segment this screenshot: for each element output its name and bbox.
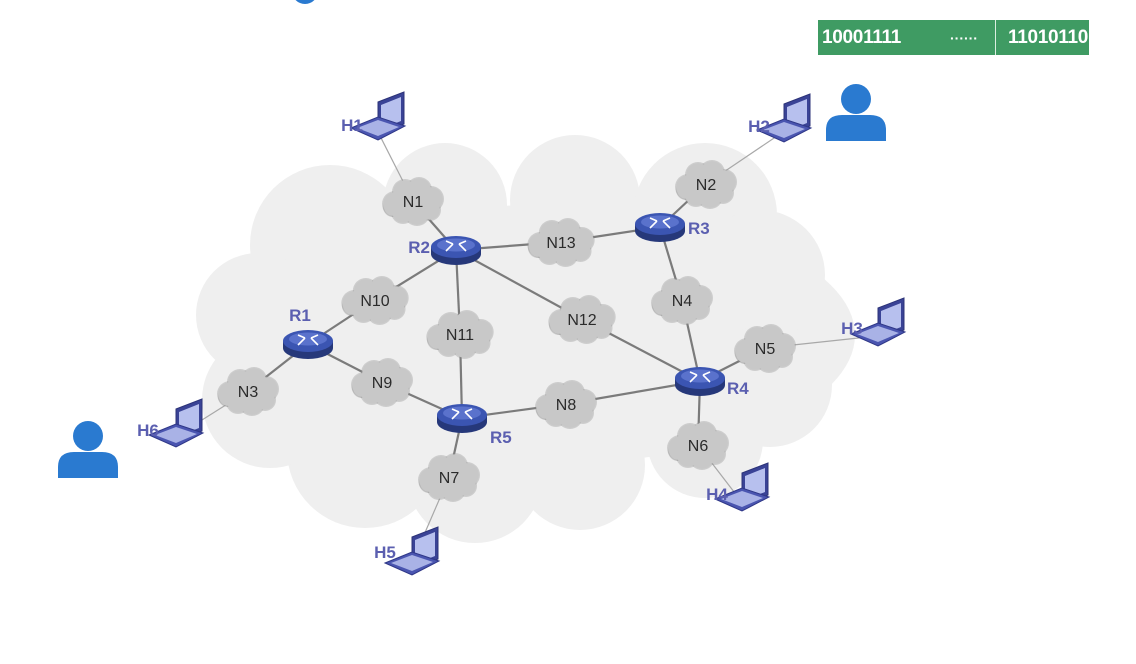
host-h4: H4 bbox=[706, 462, 771, 512]
bit-stream-bar: 10001111 ······ 11010110 bbox=[818, 20, 1089, 55]
network-label: N8 bbox=[556, 397, 577, 414]
bit-stream-divider bbox=[995, 20, 996, 55]
router-label: R1 bbox=[289, 306, 311, 325]
bit-stream-start: 10001111 bbox=[822, 26, 901, 48]
network-label: N12 bbox=[567, 312, 596, 329]
bit-stream-ellipsis: ······ bbox=[950, 29, 978, 46]
network-label: N5 bbox=[755, 341, 776, 358]
host-h1: H1 bbox=[341, 91, 407, 141]
router-r2: R2 bbox=[408, 236, 481, 265]
user-icon bbox=[58, 421, 118, 478]
laptop-icon bbox=[383, 526, 441, 576]
router-icon bbox=[675, 367, 725, 396]
laptop-icon bbox=[349, 91, 407, 141]
host-h2: H2 bbox=[748, 93, 813, 143]
host-h6: H6 bbox=[137, 398, 205, 448]
network-n12: N12 bbox=[548, 295, 616, 344]
router-label: R3 bbox=[688, 219, 710, 238]
host-h5: H5 bbox=[374, 526, 441, 576]
host-label: H2 bbox=[748, 117, 770, 136]
network-label: N1 bbox=[403, 194, 424, 211]
router-r5: R5 bbox=[437, 404, 512, 447]
router-icon bbox=[437, 404, 487, 433]
host-label: H3 bbox=[841, 319, 863, 338]
router-icon bbox=[635, 213, 685, 242]
router-label: R2 bbox=[408, 238, 430, 257]
user-layer bbox=[58, 84, 886, 478]
router-label: R4 bbox=[727, 379, 749, 398]
network-n7: N7 bbox=[418, 453, 480, 502]
router-label: R5 bbox=[490, 428, 512, 447]
network-n9: N9 bbox=[351, 358, 413, 407]
network-n1: N1 bbox=[382, 177, 444, 226]
user-icon bbox=[826, 84, 886, 141]
host-label: H6 bbox=[137, 421, 159, 440]
network-label: N10 bbox=[360, 293, 389, 310]
bit-stream-end: 11010110 bbox=[1008, 26, 1089, 48]
network-n10: N10 bbox=[341, 276, 409, 325]
network-label: N11 bbox=[446, 327, 474, 344]
link-r2-n12 bbox=[455, 249, 583, 320]
network-label: N9 bbox=[372, 375, 393, 392]
network-n3: N3 bbox=[217, 367, 279, 416]
network-n2: N2 bbox=[675, 160, 737, 209]
router-r3: R3 bbox=[635, 213, 710, 242]
network-label: N3 bbox=[238, 384, 259, 401]
host-label: H5 bbox=[374, 543, 396, 562]
network-n4: N4 bbox=[651, 276, 713, 325]
network-label: N2 bbox=[696, 177, 717, 194]
router-r1: R1 bbox=[283, 306, 333, 359]
laptop-icon bbox=[849, 297, 907, 347]
laptop-icon bbox=[147, 398, 205, 448]
host-label: H1 bbox=[341, 116, 363, 135]
network-label: N4 bbox=[672, 293, 693, 310]
network-n5: N5 bbox=[734, 324, 796, 373]
network-n11: N11 bbox=[426, 310, 494, 359]
network-label: N13 bbox=[546, 235, 575, 252]
host-h3: H3 bbox=[841, 297, 907, 347]
network-n13: N13 bbox=[527, 218, 595, 267]
network-n8: N8 bbox=[535, 380, 597, 429]
network-label: N6 bbox=[688, 438, 709, 455]
laptop-icon bbox=[755, 93, 813, 143]
partial-user-icon bbox=[292, 0, 318, 4]
network-label: N7 bbox=[439, 470, 460, 487]
network-n6: N6 bbox=[667, 421, 729, 470]
router-icon bbox=[283, 330, 333, 359]
host-label: H4 bbox=[706, 485, 728, 504]
laptop-icon bbox=[713, 462, 771, 512]
router-r4: R4 bbox=[675, 367, 749, 398]
router-icon bbox=[431, 236, 481, 265]
